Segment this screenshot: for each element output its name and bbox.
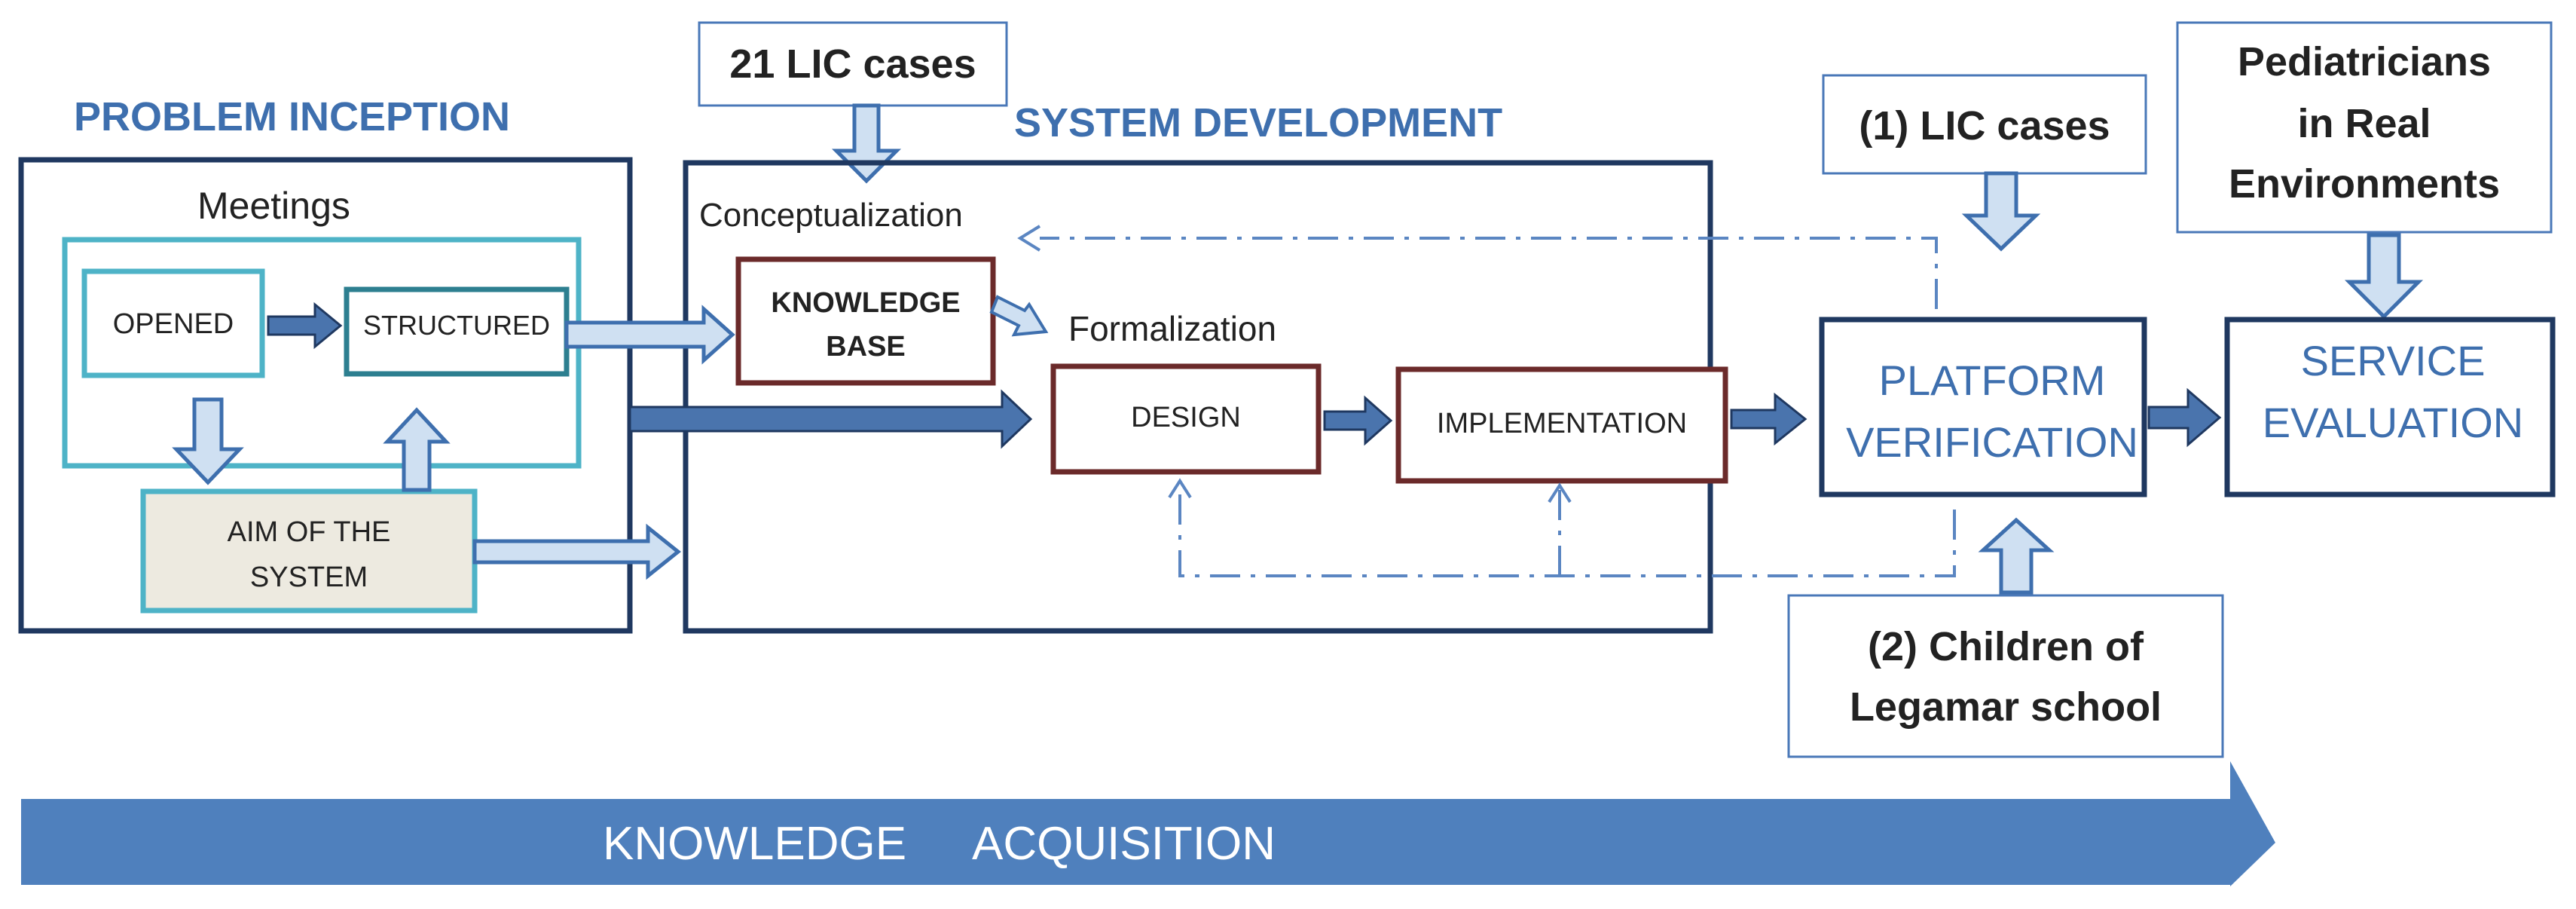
aim-label-line1: AIM OF THE (228, 516, 391, 548)
aim-label-line2: SYSTEM (250, 562, 368, 593)
meetings-label: Meetings (197, 185, 350, 227)
children-line1: (2) Children of (1868, 624, 2144, 669)
meetings-box (62, 237, 582, 469)
conceptualization-label: Conceptualization (699, 197, 963, 234)
feedback-head-design (1168, 478, 1192, 499)
service-label-line2: EVALUATION (2263, 399, 2523, 446)
formalization-label: Formalization (1068, 309, 1276, 348)
service-evaluation-box (2224, 317, 2556, 497)
children-line2: Legamar school (1850, 684, 2162, 730)
arrow-lic21-to-development (831, 103, 902, 184)
arrow-aim-to-development (472, 523, 682, 580)
knowledge-base-line2: BASE (826, 331, 906, 363)
pediatricians-line1: Pediatricians (2238, 39, 2491, 84)
children-box (1787, 594, 2224, 758)
implementation-box (1395, 366, 1728, 484)
knowledge-base-box (735, 256, 996, 386)
feedback-to-conceptualization (1040, 237, 1938, 309)
feedback-head-implementation (1548, 482, 1572, 503)
lic21-box (698, 21, 1008, 107)
platform-verification-box (1819, 317, 2147, 497)
banner-word-knowledge: KNOWLEDGE (603, 818, 906, 870)
pediatricians-box (2176, 21, 2553, 234)
lic1-label: (1) LIC cases (1859, 103, 2110, 148)
feedback-to-design (1178, 484, 1956, 577)
problem-inception-box (18, 157, 633, 634)
problem-inception-heading: PROBLEM INCEPTION (74, 94, 510, 139)
service-label-line1: SERVICE (2301, 337, 2486, 384)
arrow-structured-to-knowledge (564, 305, 735, 365)
aim-of-system-box (140, 488, 478, 614)
feedback-lines (1040, 237, 1956, 577)
arrow-design-to-implementation (1323, 395, 1393, 446)
lic21-label: 21 LIC cases (729, 41, 976, 87)
platform-label-line2: VERIFICATION (1846, 418, 2138, 466)
banner-word-acquisition: ACQUISITION (972, 818, 1276, 870)
arrow-pediatricians-to-service (2344, 233, 2424, 320)
arrow-inception-to-design (628, 389, 1033, 449)
system-development-heading: SYSTEM DEVELOPMENT (1014, 100, 1502, 145)
design-label: DESIGN (1131, 402, 1241, 433)
structured-box (344, 286, 570, 377)
knowledge-base-line1: KNOWLEDGE (771, 287, 960, 319)
opened-box (81, 268, 265, 378)
arrow-platform-to-service (2147, 387, 2222, 448)
implementation-label: IMPLEMENTATION (1437, 408, 1687, 439)
feedback-head-conceptualization (1017, 225, 1041, 252)
pediatricians-line3: Environments (2229, 161, 2500, 207)
arrow-lic1-to-platform (1961, 171, 2041, 252)
arrow-opened-to-aim (172, 397, 244, 485)
knowledge-acquisition-arrow: KNOWLEDGE ACQUISITION (21, 761, 2275, 886)
arrow-knowledge-to-formalization (989, 295, 1049, 337)
design-box (1050, 363, 1322, 475)
arrow-opened-to-structured (267, 301, 343, 350)
pediatricians-line2: in Real (2297, 101, 2431, 146)
lic1-box (1822, 74, 2147, 175)
arrow-aim-to-structured (383, 407, 451, 492)
feedback-arrowheads (1017, 225, 1572, 503)
platform-label-line1: PLATFORM (1879, 357, 2106, 404)
arrow-implementation-to-platform (1730, 392, 1807, 446)
arrow-children-to-platform (1978, 517, 2055, 595)
opened-label: OPENED (113, 308, 234, 340)
structured-label: STRUCTURED (363, 310, 550, 341)
